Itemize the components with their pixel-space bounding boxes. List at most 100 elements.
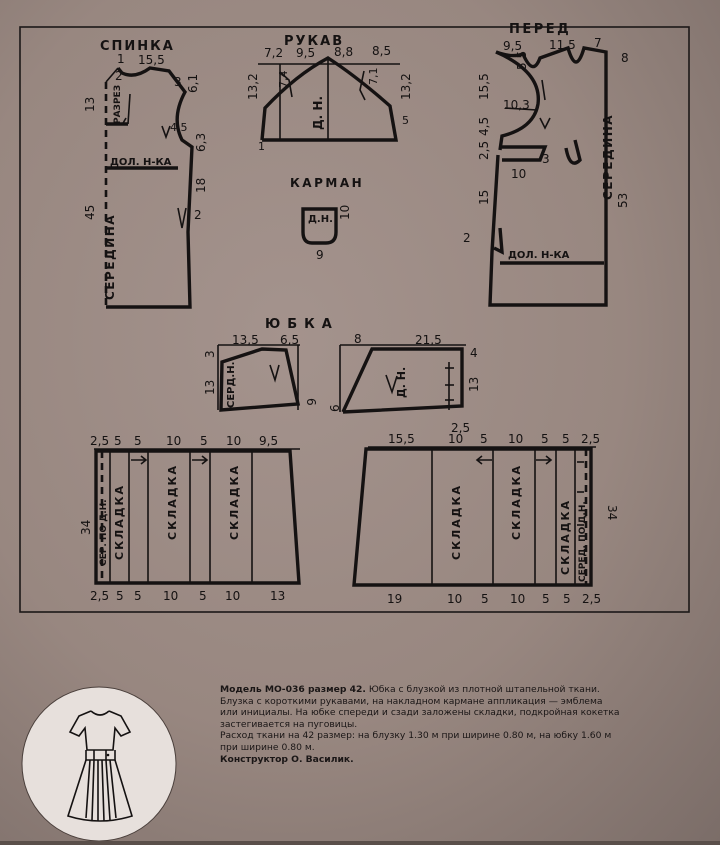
skirt-title: ЮБКА [265, 317, 339, 332]
skirt-measure: 5 [116, 589, 124, 603]
skirt-measure: 10 [163, 589, 178, 603]
front-measure: 10,3 [503, 98, 530, 112]
sleeve-measure: 8,5 [372, 44, 391, 58]
pocket-measure: 9 [316, 248, 324, 262]
skirt-back-yoke [217, 344, 301, 412]
model-title: Модель МО-036 размер 42. [220, 684, 366, 695]
skirt-front-label-pleat: СКЛАДКА [559, 499, 572, 575]
front-measure: 4,5 [477, 117, 491, 136]
skirt-measure: 10 [226, 434, 241, 448]
skirt-measure: 5 [199, 589, 207, 603]
back-measure: 1 [117, 52, 125, 66]
skirt-measure: 34 [605, 505, 619, 520]
back-label-center: СЕРЕДИНА [103, 214, 117, 300]
skirt-measure: 10 [508, 432, 523, 446]
front-measure: 9,5 [503, 39, 522, 53]
skirt-measure: 5 [134, 434, 142, 448]
designer-credit: Конструктор О. Василик. [220, 753, 354, 765]
skirt-measure: 2,5 [90, 589, 109, 603]
skirt-measure: 8 [354, 332, 362, 346]
skirt-measure: 5 [562, 432, 570, 446]
skirt-measure: 2,5 [451, 421, 470, 435]
front-measure: 11,5 [549, 38, 576, 52]
skirt-measure: 2,5 [581, 432, 600, 446]
front-label-center: СЕРЕДИНА [601, 114, 615, 200]
skirt-measure: 6 [304, 398, 318, 406]
skirt-back-label-pleat: СКЛАДКА [228, 464, 241, 540]
skirt-measure: 10 [448, 432, 463, 446]
front-measure: 15 [477, 190, 491, 205]
fabric-consumption: Расход ткани на 42 размер: на блузку 1.3… [220, 730, 612, 753]
sleeve-title: РУКАВ [284, 34, 344, 49]
skirt-measure: 10 [447, 592, 462, 606]
front-measure: 2 [463, 231, 471, 245]
front-measure: 5,5 [515, 51, 529, 70]
skirt-measure: 5 [134, 589, 142, 603]
sleeve-measure: 8,8 [334, 45, 353, 59]
skirt-front-yoke-label: Д. Н. [395, 367, 408, 398]
skirt-front-label-center: СЕРЕД. ПО Д.Н. [578, 501, 588, 582]
skirt-back-label-pleat: СКЛАДКА [113, 484, 126, 560]
skirt-measure: 5 [541, 432, 549, 446]
skirt-measure: 2,5 [90, 434, 109, 448]
sleeve-measure: 7,4 [277, 71, 290, 89]
skirt-back-yoke-label: СЕРД.Н. [226, 362, 237, 408]
back-measure: 15,5 [138, 53, 165, 67]
model-text: Юбка с блузкой из плотной штапельной тка… [220, 684, 620, 730]
sleeve-measure: 13,2 [399, 73, 413, 100]
skirt-back-label-pleat: СКЛАДКА [166, 464, 179, 540]
sleeve-measure: 5 [402, 114, 409, 127]
skirt-measure: 5 [480, 432, 488, 446]
sleeve-measure: 7,2 [264, 46, 283, 60]
sleeve-measure: 1 [258, 140, 265, 153]
model-sketch [21, 686, 177, 842]
skirt-back-panel [94, 448, 301, 585]
sleeve-piece [258, 56, 400, 142]
skirt-measure: 5 [114, 434, 122, 448]
pocket-measure: 10 [338, 205, 352, 220]
front-label-grain: ДОЛ. Н-КА [508, 250, 570, 261]
skirt-back-top-measures: 2,5 5 5 10 5 10 9,5 [90, 434, 278, 448]
model-description: Модель МО-036 размер 42. Юбка с блузкой … [220, 684, 620, 765]
back-measure: 3 [174, 75, 182, 89]
skirt-measure: 6,5 [280, 333, 299, 347]
skirt-measure: 5 [563, 592, 571, 606]
skirt-front-bottom-measures: 19 10 5 10 5 5 2,5 [387, 592, 601, 606]
sleeve-label: Д. Н. [311, 96, 325, 130]
front-title: ПЕРЕД [509, 22, 571, 37]
skirt-measure: 13 [467, 377, 481, 392]
skirt-measure: 5 [200, 434, 208, 448]
front-measure: 3 [542, 152, 550, 166]
front-measure: 8 [621, 51, 629, 65]
back-measure: 45 [83, 205, 97, 220]
skirt-measure: 3 [203, 350, 217, 358]
skirt-measure: 6 [328, 404, 342, 412]
front-measure: 2,5 [477, 141, 491, 160]
skirt-measure: 13 [203, 380, 217, 395]
sleeve-measure: 13,2 [246, 73, 260, 100]
skirt-front-label-pleat: СКЛАДКА [510, 464, 523, 540]
skirt-measure: 5 [481, 592, 489, 606]
back-piece [104, 66, 194, 309]
skirt-measure: 2,5 [582, 592, 601, 606]
pocket-title: КАРМАН [290, 176, 364, 190]
skirt-back-label-center: СЕР. ПО Д.Н. [99, 499, 109, 566]
back-measure: 18 [194, 178, 208, 193]
skirt-front-panel [352, 446, 596, 587]
back-measure: 2 [115, 69, 123, 83]
skirt-measure: 10 [225, 589, 240, 603]
back-measure: 6,1 [186, 74, 200, 93]
skirt-measure: 13 [270, 589, 285, 603]
skirt-front-yoke [339, 344, 466, 414]
back-title: СПИНКА [100, 39, 175, 54]
back-measure: 4,5 [170, 121, 188, 134]
front-measure: 10 [511, 167, 526, 181]
back-measure: 13 [83, 97, 97, 112]
back-label-grain: ДОЛ. Н-КА [110, 157, 172, 168]
skirt-measure: 21,5 [415, 333, 442, 347]
skirt-measure: 13,5 [232, 333, 259, 347]
skirt-measure: 19 [387, 592, 402, 606]
skirt-measure: 9,5 [259, 434, 278, 448]
